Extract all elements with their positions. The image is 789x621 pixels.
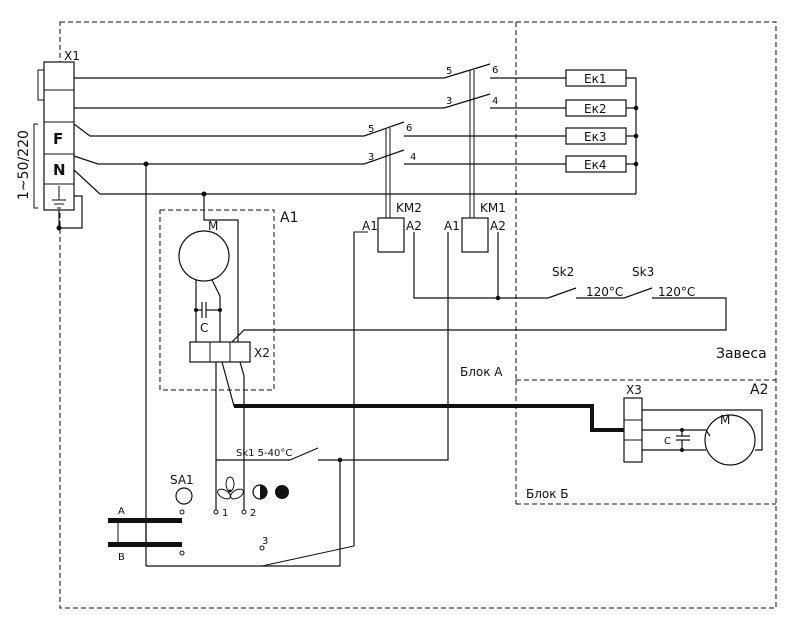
fan-motor-a2-icon: [704, 414, 756, 466]
km2-contact-1: [363, 121, 405, 137]
a2-label: A2: [750, 382, 768, 398]
fan-motor-a1-icon: [178, 230, 230, 282]
heater-ek3-label: Ек3: [584, 130, 606, 144]
common-heater-return: [73, 169, 636, 195]
x2-connector: [189, 341, 251, 363]
x1-label: X1: [64, 49, 80, 63]
sk3-temp: 120°C: [658, 285, 695, 299]
km1-contact-6-label: 6: [492, 65, 498, 76]
fan-cable: [234, 404, 624, 432]
sk2-temp: 120°C: [586, 285, 623, 299]
capacitor-a1-label: C: [200, 321, 208, 335]
full-heat-icon: [275, 485, 289, 499]
km1-coil: [461, 217, 489, 253]
x3-connector: [623, 397, 643, 463]
heater-ek1: Ек1: [565, 69, 627, 87]
km2-contact-2: [363, 149, 405, 165]
sk2-label: Sk2: [552, 265, 574, 279]
heater-ek2-label: Ек2: [584, 102, 606, 116]
heater-bus: [626, 77, 637, 194]
fan-icon: [217, 476, 244, 500]
ground-wire: [58, 195, 83, 229]
terminal-phase-label: F: [53, 130, 63, 148]
heater-ek4: Ек4: [565, 155, 627, 173]
km2-label: KM2: [396, 201, 422, 215]
sa1-position-2: 2: [250, 508, 256, 519]
km1-contact-2: [443, 93, 491, 109]
x3-label: X3: [626, 383, 642, 397]
km2-a1-label: A1: [362, 219, 378, 233]
sk1-label: Sk1 5-40°C: [236, 448, 292, 459]
block-b-label: Блок Б: [526, 487, 569, 501]
km1-a2-label: A2: [490, 219, 506, 233]
sa1-bus-b-label: B: [118, 552, 125, 563]
capacitor-a2-label: C: [664, 436, 671, 447]
sk3-contact: [623, 287, 653, 299]
sa1-label: SA1: [170, 473, 194, 487]
sk3-label: Sk3: [632, 265, 654, 279]
km1-a1-label: A1: [444, 219, 460, 233]
motor-a2-label: M: [720, 413, 730, 427]
x1-terminal-block: [37, 61, 75, 211]
km2-contact-5-label: 5: [368, 124, 374, 135]
km2-coil: [377, 217, 405, 253]
km1-label: KM1: [480, 201, 506, 215]
x2-label: X2: [254, 346, 270, 360]
curtain-label: Завеса: [716, 346, 767, 362]
heater-ek2: Ек2: [565, 99, 627, 117]
km2-a2-label: A2: [406, 219, 422, 233]
terminal-neutral-label: N: [53, 161, 66, 179]
km2-contact-6-label: 6: [406, 123, 412, 134]
motor-a1-label: M: [208, 219, 218, 233]
a1-label: A1: [280, 210, 298, 226]
km2-contact-3-label: 3: [368, 152, 374, 163]
sa1-knob-icon: [175, 487, 193, 505]
outer-enclosure: [59, 21, 777, 609]
heater-ek1-label: Ек1: [584, 72, 606, 86]
km1-contact-1: [443, 63, 491, 79]
sa1-bus-b: [108, 542, 182, 547]
km1-contact-3-label: 3: [446, 96, 452, 107]
sa1-bus-a: [108, 518, 182, 523]
half-heat-icon: [252, 484, 268, 500]
sk1-contact: [289, 447, 319, 461]
block-a-label: Блок А: [460, 365, 503, 379]
sa1-position-1: 1: [222, 508, 228, 519]
km1-contact-5-label: 5: [446, 66, 452, 77]
supply-bracket: [33, 123, 38, 209]
sk2-contact: [547, 287, 577, 299]
sa1-position-3: 3: [262, 536, 268, 547]
sa1-bus-a-label: A: [118, 506, 125, 517]
km1-contact-4-label: 4: [492, 96, 498, 107]
heater-ek4-label: Ек4: [584, 158, 606, 172]
supply-label: 1~50/220: [16, 130, 32, 200]
heater-ek3: Ек3: [565, 127, 627, 145]
a1-fan-unit-frame: [159, 209, 275, 391]
km2-contact-4-label: 4: [410, 152, 416, 163]
